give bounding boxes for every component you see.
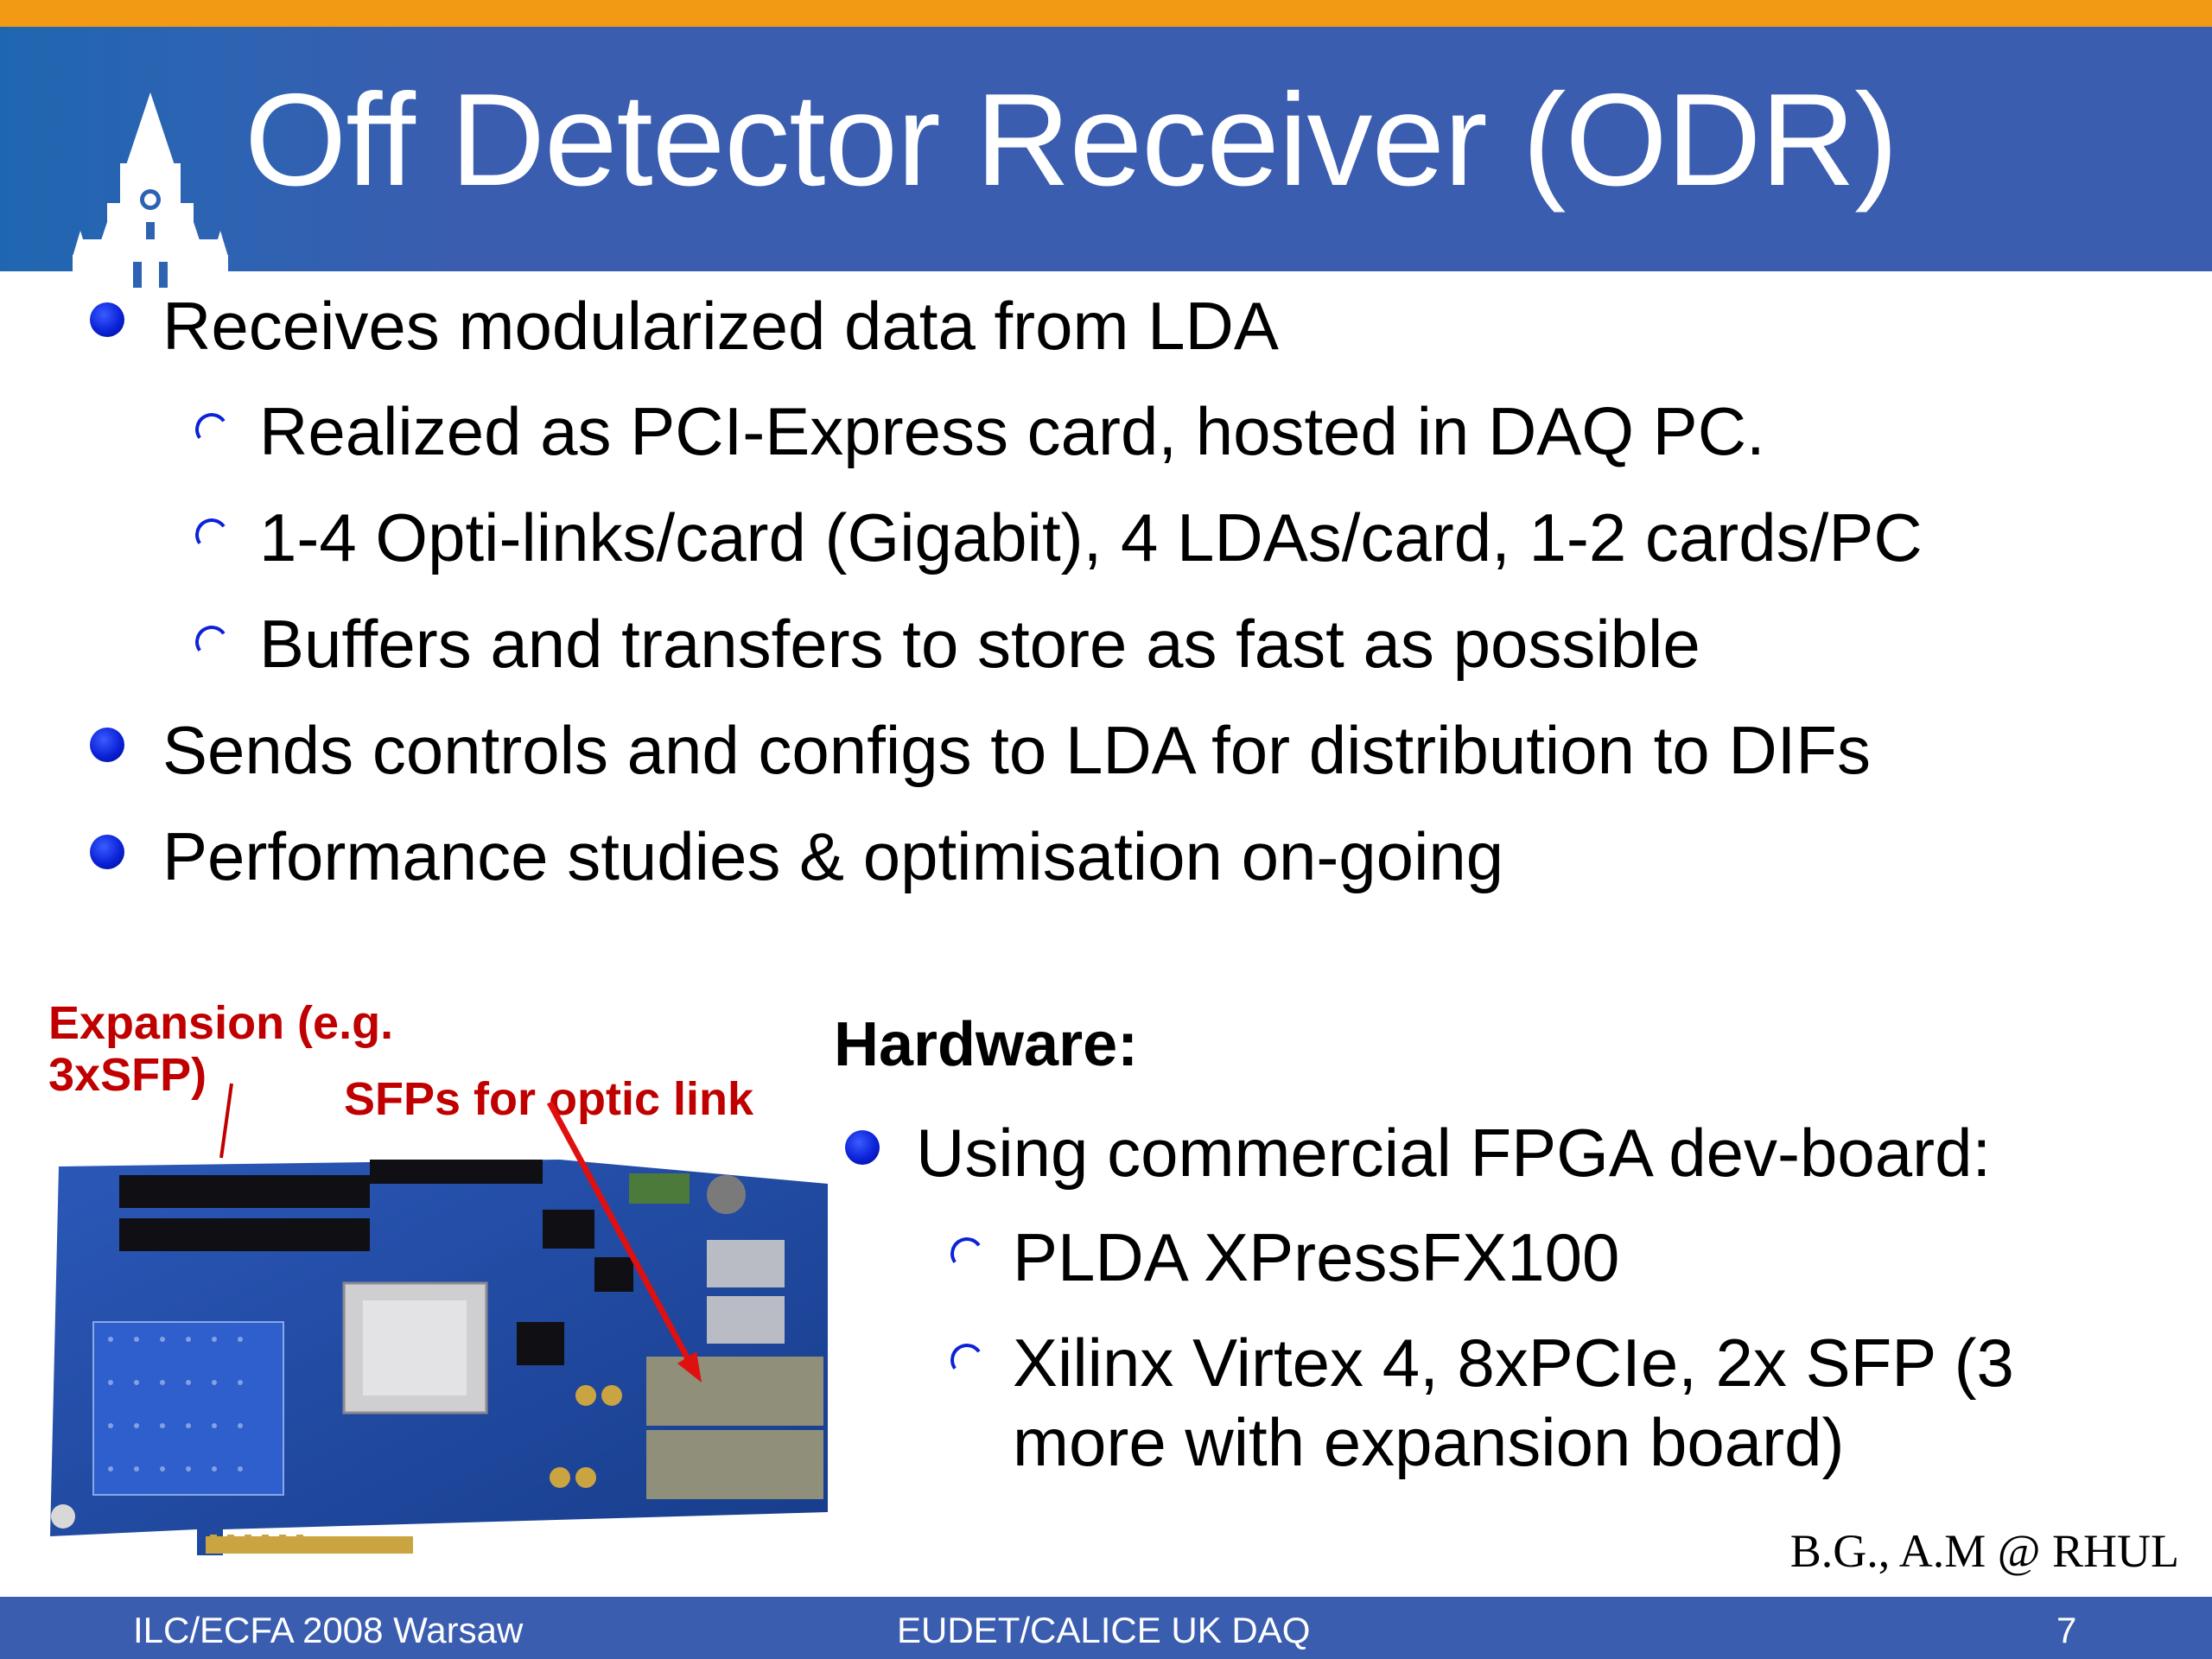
footer-left: ILC/ECFA 2008 Warsaw [133,1610,524,1650]
bullet-item: Performance studies & optimisation on-go… [162,818,1504,894]
bullet-arc-icon [192,515,232,555]
hardware-sub-item: PLDA XPressFX100 [1013,1219,1620,1295]
bullet-item: Realized as PCI-Express card, hosted in … [259,393,1765,469]
bullet-arc-icon [947,1340,987,1380]
bullet-item: 1-4 Opti-links/card (Gigabit), 4 LDAs/ca… [259,499,1923,575]
expansion-label: Expansion (e.g. 3xSFP) [48,997,393,1102]
bullet-arc-icon [192,622,232,662]
bullet-arc-icon [192,410,232,449]
header-bar: Off Detector Receiver (ODR) [0,27,2212,298]
bullet-dot-icon [845,1130,880,1165]
credit-text: B.G., A.M @ RHUL [1789,1525,2179,1577]
bullet-item: Buffers and transfers to store as fast a… [259,606,1700,682]
bullet-dot-icon [90,835,124,869]
odr-board-photo [50,1160,828,1555]
footer-bar: ILC/ECFA 2008 Warsaw EUDET/CALICE UK DAQ… [0,1597,2212,1659]
bullet-arc-icon [947,1234,987,1274]
hardware-heading: Hardware: [834,1010,1139,1079]
hardware-sub-item-cont: more with expansion board) [1013,1404,1845,1480]
page-number: 7 [2056,1610,2077,1650]
bullet-dot-icon [90,728,124,762]
bullet-item: Receives modularized data from LDA [162,288,1279,364]
sfp-label: SFPs for optic link [344,1073,754,1125]
expansion-label-line1: Expansion (e.g. [48,997,394,1049]
bullet-dot-icon [90,302,124,337]
expansion-label-line2: 3xSFP) [48,1049,207,1102]
bullet-item: Sends controls and configs to LDA for di… [162,712,1872,788]
hardware-sub-item: Xilinx Virtex 4, 8xPCIe, 2x SFP (3 [1013,1325,2014,1401]
footer-center: EUDET/CALICE UK DAQ [897,1610,1311,1650]
top-stripe [0,0,2212,27]
slide-title: Off Detector Receiver (ODR) [245,67,1898,213]
hardware-bullet: Using commercial FPGA dev-board: [916,1115,1992,1191]
tower-logo-icon [73,92,228,298]
